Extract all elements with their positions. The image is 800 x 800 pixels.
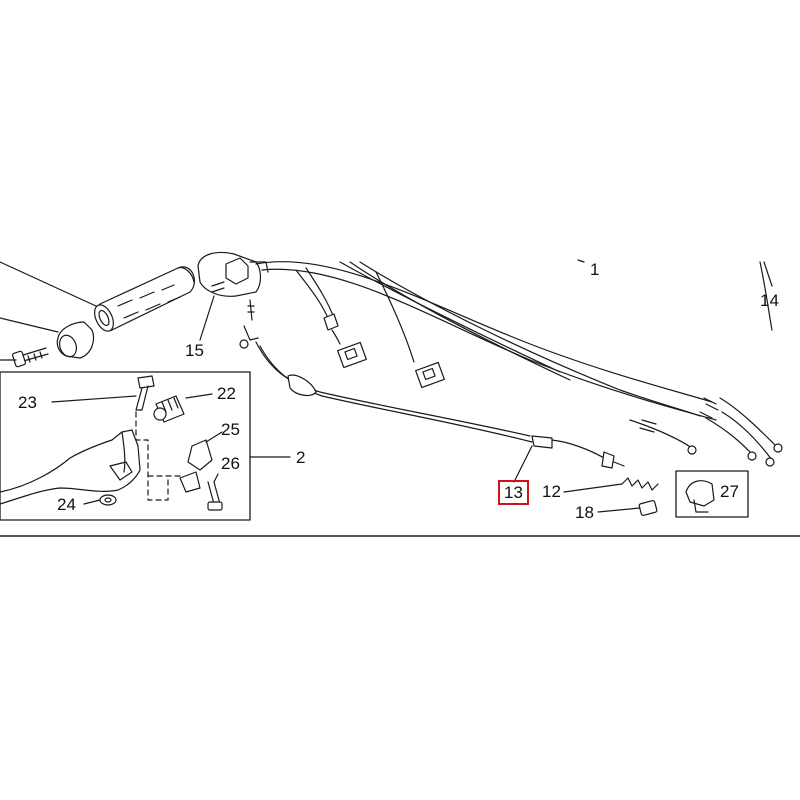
callout-18: 18 xyxy=(575,503,594,522)
spring-12 xyxy=(563,477,659,493)
lever-bracket-25 xyxy=(179,431,223,493)
inset-box-lever xyxy=(0,371,251,521)
nut-18 xyxy=(597,499,658,517)
bar-end xyxy=(56,321,95,359)
clutch-cable xyxy=(239,299,625,469)
connector-2 xyxy=(375,271,445,389)
callout-15: 15 xyxy=(185,341,204,360)
callout-27: 27 xyxy=(720,482,739,501)
connector-1 xyxy=(295,267,367,369)
callout-22: 22 xyxy=(217,384,236,403)
callout-13-highlighted: 13 xyxy=(498,480,529,505)
adjuster-22 xyxy=(153,393,213,423)
clutch-lever xyxy=(0,429,141,505)
callout-2: 2 xyxy=(296,448,306,467)
inset-box-27 xyxy=(675,470,749,518)
screw-26 xyxy=(207,473,223,511)
bar-end-bolt xyxy=(12,347,49,368)
callout-14: 14 xyxy=(760,291,779,310)
callout-23: 23 xyxy=(18,393,37,412)
callout-25: 25 xyxy=(221,420,240,439)
cable-a xyxy=(255,260,713,403)
callout-1: 1 xyxy=(590,260,600,279)
throttle-grip xyxy=(94,266,195,332)
pivot-bolt-23 xyxy=(51,375,155,411)
washer-24 xyxy=(83,494,117,506)
callout-24: 24 xyxy=(57,495,76,514)
callout-12: 12 xyxy=(542,482,561,501)
clip-27 xyxy=(685,480,715,513)
switch-housing xyxy=(197,251,269,297)
callout-26: 26 xyxy=(221,454,240,473)
